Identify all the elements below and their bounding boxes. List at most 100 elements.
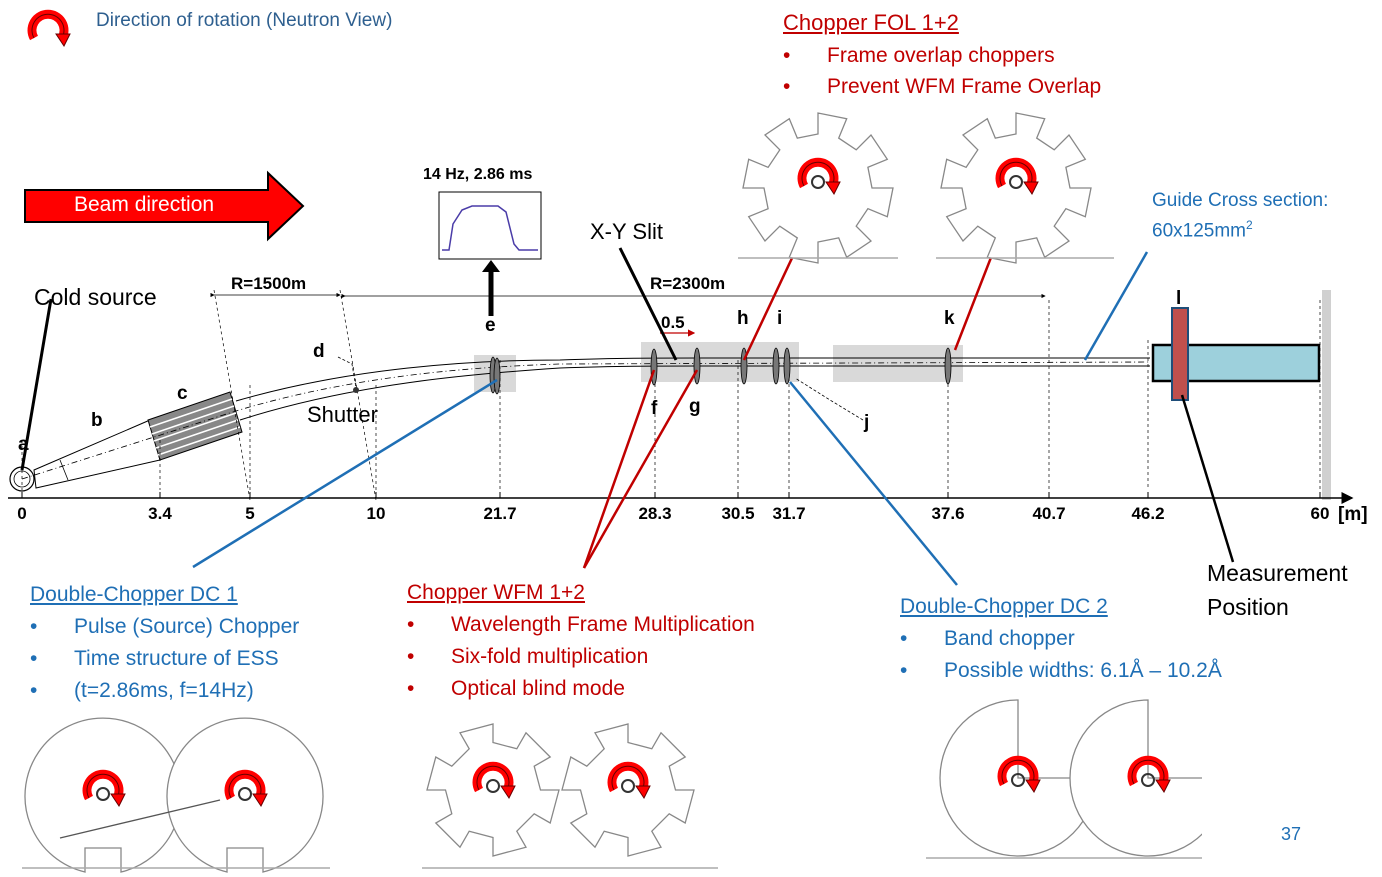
hub-icon [96,787,110,801]
bullet-marker: • [30,647,38,670]
wfm-chopper-2-disc [561,723,695,857]
guide-chopper-disc [772,347,780,385]
bullet-marker: • [783,75,791,98]
axis-tick-label: 21.7 [483,504,517,523]
dc1-pointer [192,378,498,569]
j-leader [794,377,864,421]
wfm-title: Chopper WFM 1+2 [407,581,585,604]
bullet-marker: • [900,659,908,682]
dc2-mask [1202,690,1242,870]
chopper-letter-6: f [651,398,658,419]
hub-icon [238,787,252,801]
guide-chopper-disc [944,347,952,385]
axis-tick-label: 0 [17,504,27,523]
shutter-label: Shutter [307,402,378,427]
hub-icon [1009,175,1023,189]
chopper-letter-8: h [737,308,749,329]
guide-cross-label: Guide Cross section: [1152,190,1329,211]
guide-centerline [21,361,1151,480]
guide-cross-value: 60x125mm2 [1152,218,1253,242]
chopper-letter-3: c [177,383,188,404]
dc1-pointer-line [59,799,221,839]
guide-cross-pointer [1083,251,1149,361]
chopper-letter-2: b [91,410,103,431]
guide-chopper-disc [783,347,791,385]
wfm-bullet-text: Optical blind mode [451,677,625,700]
bender-c [147,391,243,461]
d-leader [337,356,357,389]
beam-stop [1322,290,1331,500]
gap-label: 0.5 [661,313,685,332]
chopper-letter-10: j [864,412,870,433]
shutter-marker [353,387,359,393]
axis-tick-label: 5 [245,504,255,523]
bullet-marker: • [30,615,38,638]
dc1-chopper-2-disc [166,717,324,873]
feeder-b-seam [59,459,69,481]
dc1-bullet-text: Pulse (Source) Chopper [74,615,300,638]
chopper-letter-9: i [777,308,783,329]
pulse-plot [438,191,542,260]
hub-icon [1141,773,1155,787]
dc1-title: Double-Chopper DC 1 [30,583,238,606]
wfm-chopper-1-disc [426,723,560,857]
measurement-label-2: Position [1207,594,1289,620]
dc1-chopper-1-disc [24,717,182,873]
chopper-letter-11: k [944,308,955,329]
axis-tick-label: 30.5 [721,504,755,523]
measurement-label-1: Measurement [1207,560,1348,586]
fol-bullet-text: Frame overlap choppers [827,44,1055,67]
radius-1500-label: R=1500m [231,274,307,293]
radius-boundary [339,289,377,501]
bullet-marker: • [30,679,38,702]
hub-icon [1011,773,1025,787]
wfm-bullet-text: Wavelength Frame Multiplication [451,613,755,636]
radius-2300-label: R=2300m [650,274,726,293]
beam-direction-arrow [24,170,305,242]
wfm-pointer-2 [582,369,699,569]
beam-direction-label: Beam direction [74,193,215,216]
bullet-marker: • [900,627,908,650]
dc2-title: Double-Chopper DC 2 [900,595,1108,618]
axis-tick-label: 31.7 [772,504,806,523]
axis-tick-label: 46.2 [1131,504,1165,523]
axis-tick-label: 37.6 [931,504,965,523]
guide-chopper-disc [693,347,701,385]
axis-unit: [m] [1338,504,1368,525]
xy-slit-label: X-Y Slit [590,219,663,244]
cold-source-pointer [20,298,53,471]
measurement-plate [1171,307,1189,401]
chopper-letter-1: a [18,434,29,455]
hub-icon [486,779,500,793]
wfm-bullet-text: Six-fold multiplication [451,645,649,668]
axis-tick-label: 10 [366,504,386,523]
rotation-legend-icon [32,14,70,46]
pulse-plot-label: 14 Hz, 2.86 ms [423,166,533,183]
page-number: 37 [1281,824,1302,844]
chopper-letter-7: g [689,396,701,417]
axis-tick-label: 60 [1310,504,1330,523]
axis-tick-label: 3.4 [148,504,172,523]
bullet-marker: • [407,645,415,668]
dc1-bullet-text: (t=2.86ms, f=14Hz) [74,679,254,702]
hub-icon [811,175,825,189]
dc2-pointer [789,381,958,586]
dc2-bullet-text: Band chopper [944,627,1075,650]
rotation-legend-text: Direction of rotation (Neutron View) [96,10,393,31]
dc2-bullet-text: Possible widths: 6.1Å – 10.2Å [944,659,1222,682]
bullet-marker: • [407,613,415,636]
dc1-bullet-text: Time structure of ESS [74,647,279,670]
measurement-pointer [1180,394,1235,563]
bullet-marker: • [783,44,791,67]
chopper-letter-4: d [313,341,325,362]
cold-source-label: Cold source [34,284,157,310]
radius-1500-boundary [213,289,251,501]
chopper-box-k [833,345,963,382]
chopper-letter-12: l [1176,288,1182,309]
xy-slit-pointer [618,247,678,361]
fol-title: Chopper FOL 1+2 [783,10,959,35]
guide-chopper-disc [493,357,501,395]
axis-tick-label: 28.3 [638,504,672,523]
